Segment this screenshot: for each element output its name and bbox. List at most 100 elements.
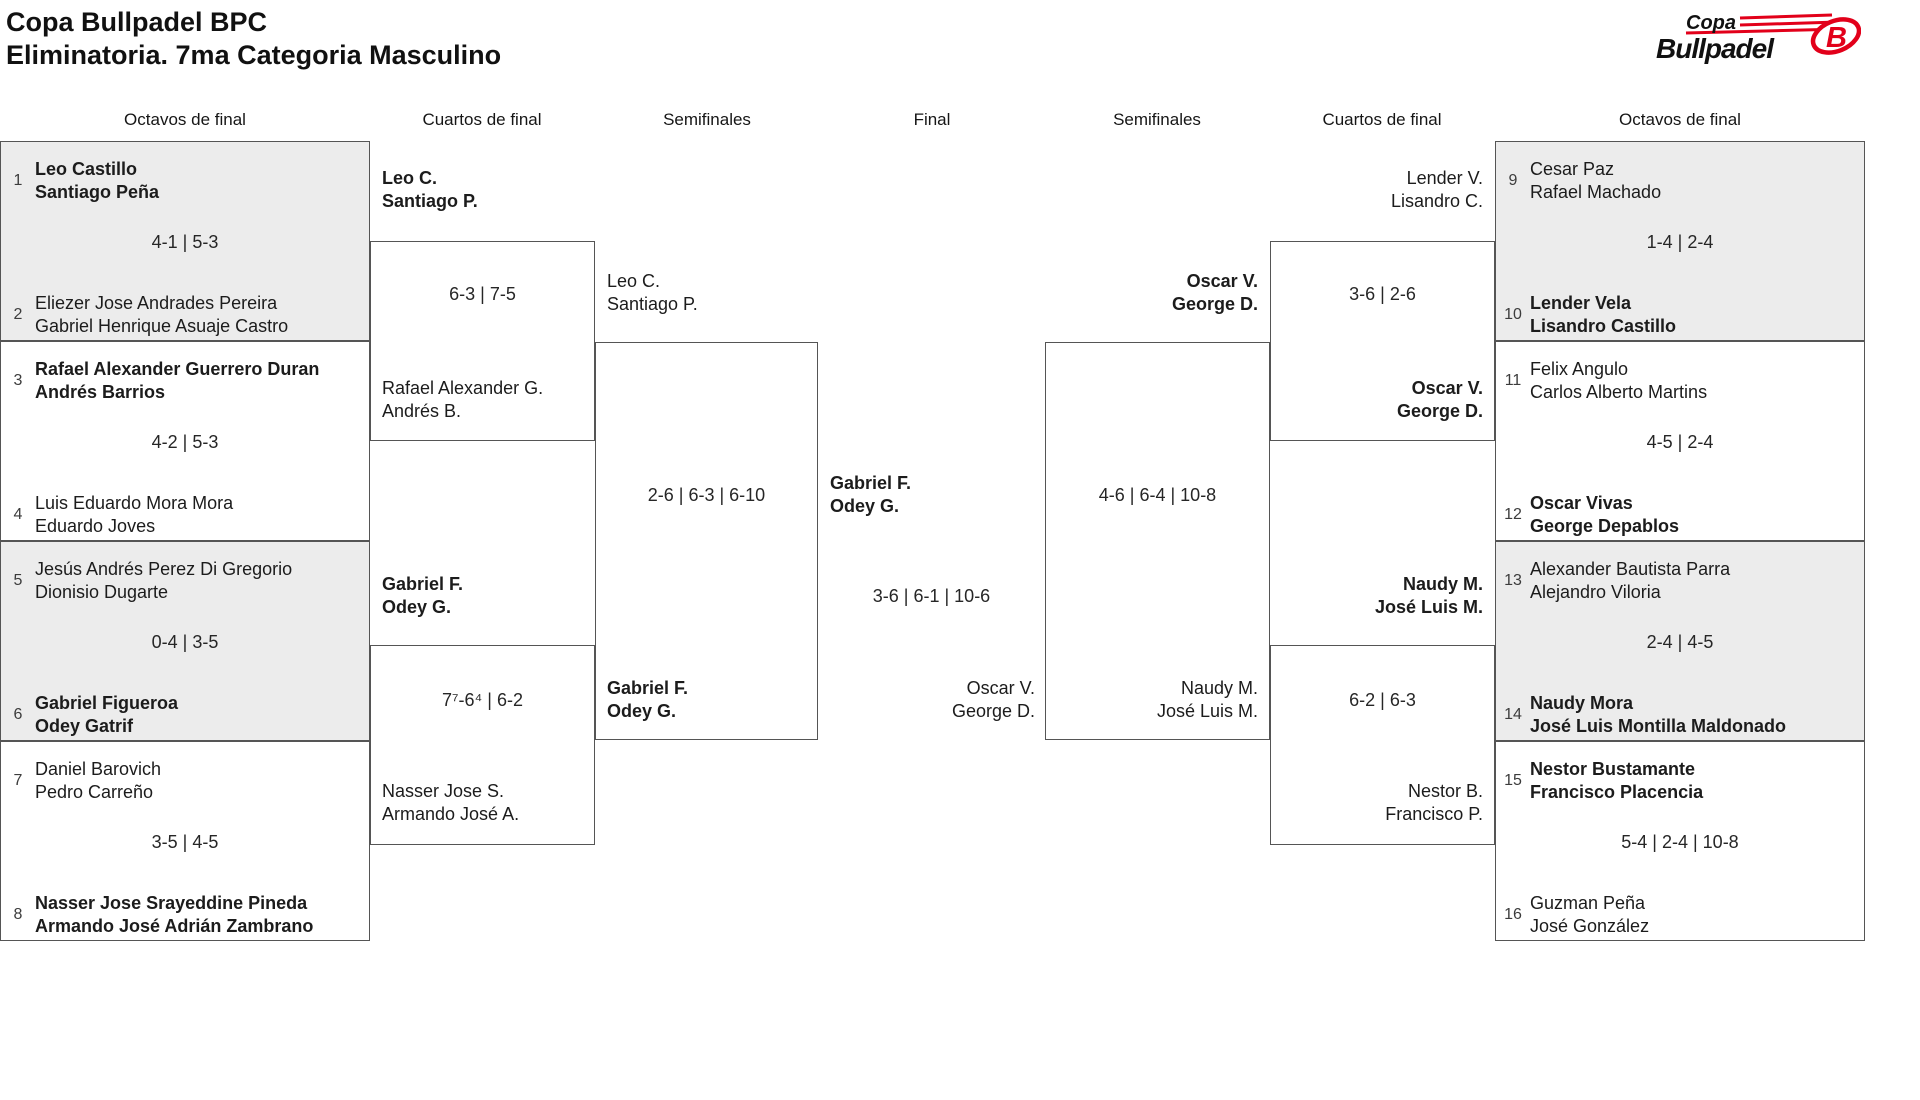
team-row: 12 Oscar Vivas George Depablos bbox=[1496, 492, 1856, 538]
seed-number: 15 bbox=[1504, 772, 1522, 789]
team-names: Leo Castillo Santiago Peña bbox=[35, 158, 159, 204]
team-row: 16 Guzman Peña José González bbox=[1496, 892, 1856, 938]
team-names: Gabriel Figueroa Odey Gatrif bbox=[35, 692, 178, 738]
player-name: Oscar Vivas bbox=[1530, 493, 1633, 513]
team-row: 10 Lender Vela Lisandro Castillo bbox=[1496, 292, 1856, 338]
player-name: Alexander Bautista Parra bbox=[1530, 559, 1731, 579]
player-name: Andrés Barrios bbox=[35, 382, 166, 402]
match-box-octavos-3: 5 Jesús Andrés Perez Di Gregorio Dionisi… bbox=[0, 541, 370, 741]
team-names: Leo C. Santiago P. bbox=[382, 167, 478, 213]
seed-number: 1 bbox=[13, 172, 23, 189]
team-row: 5 Jesús Andrés Perez Di Gregorio Dionisi… bbox=[1, 558, 361, 604]
team-names: Alexander Bautista Parra Alejandro Vilor… bbox=[1530, 558, 1730, 604]
player-name: Andrés B. bbox=[382, 401, 462, 421]
quarterfinal-box-right-1 bbox=[1270, 241, 1495, 441]
player-name: Francisco P. bbox=[1385, 804, 1483, 824]
round-header-final: Final bbox=[913, 110, 951, 129]
seed-number: 10 bbox=[1504, 306, 1522, 323]
team-row: 2 Eliezer Jose Andrades Pereira Gabriel … bbox=[1, 292, 361, 338]
team-names: Rafael Alexander G. Andrés B. bbox=[382, 377, 543, 423]
team-names: Oscar V. George D. bbox=[828, 677, 1035, 723]
player-name: Rafael Alexander Guerrero Duran bbox=[35, 359, 320, 379]
team-row: 11 Felix Angulo Carlos Alberto Martins bbox=[1496, 358, 1856, 404]
round-header-semis-left: Semifinales bbox=[663, 110, 751, 129]
player-name: Francisco Placencia bbox=[1530, 782, 1704, 802]
team-names: Jesús Andrés Perez Di Gregorio Dionisio … bbox=[35, 558, 292, 604]
team-row: 3 Rafael Alexander Guerrero Duran Andrés… bbox=[1, 358, 361, 404]
match-score: 7⁷-6⁴ | 6-2 bbox=[442, 690, 523, 710]
player-name: José Luis Montilla Maldonado bbox=[1530, 716, 1787, 736]
match-score: 1-4 | 2-4 bbox=[1646, 232, 1714, 252]
player-name: Rafael Machado bbox=[1530, 182, 1662, 202]
player-name: George Depablos bbox=[1530, 516, 1680, 536]
player-name: Odey G. bbox=[830, 496, 900, 516]
player-name: Santiago P. bbox=[382, 191, 478, 211]
player-name: Oscar V. bbox=[966, 678, 1035, 698]
match-score: 4-1 | 5-3 bbox=[151, 232, 219, 252]
player-name: George D. bbox=[1396, 401, 1483, 421]
team-row: 1 Leo Castillo Santiago Peña bbox=[1, 158, 361, 204]
seed-number: 8 bbox=[13, 906, 23, 923]
logo-text-copa: Copa bbox=[1686, 12, 1736, 34]
match-box-octavos-4: 7 Daniel Barovich Pedro Carreño 3-5 | 4-… bbox=[0, 741, 370, 941]
player-name: Leo C. bbox=[607, 271, 661, 291]
team-names: Naudy M. José Luis M. bbox=[1053, 677, 1258, 723]
player-name: Carlos Alberto Martins bbox=[1530, 382, 1708, 402]
semifinal-box-left bbox=[595, 342, 818, 740]
match-score: 2-6 | 6-3 | 6-10 bbox=[647, 485, 766, 505]
match-score: 4-6 | 6-4 | 10-8 bbox=[1098, 485, 1217, 505]
team-names: Nasser Jose Srayeddine Pineda Armando Jo… bbox=[35, 892, 313, 938]
team-names: Luis Eduardo Mora Mora Eduardo Joves bbox=[35, 492, 233, 538]
team-names: Lender Vela Lisandro Castillo bbox=[1530, 292, 1676, 338]
seed-number: 12 bbox=[1504, 506, 1522, 523]
seed-number: 6 bbox=[13, 706, 23, 723]
team-row: 9 Cesar Paz Rafael Machado bbox=[1496, 158, 1856, 204]
player-name: Oscar V. bbox=[1186, 271, 1258, 291]
team-names: Naudy Mora José Luis Montilla Maldonado bbox=[1530, 692, 1786, 738]
match-box-octavos-7: 13 Alexander Bautista Parra Alejandro Vi… bbox=[1495, 541, 1865, 741]
team-names: Oscar V. George D. bbox=[1278, 377, 1483, 423]
seed-number: 13 bbox=[1504, 572, 1522, 589]
player-name: Gabriel F. bbox=[830, 473, 912, 493]
player-name: Armando José A. bbox=[382, 804, 520, 824]
seed-number: 9 bbox=[1508, 172, 1518, 189]
match-score: 5-4 | 2-4 | 10-8 bbox=[1621, 832, 1739, 852]
tournament-stage-category: Eliminatoria. 7ma Categoria Masculino bbox=[6, 40, 502, 70]
match-score: 6-2 | 6-3 bbox=[1349, 690, 1416, 710]
player-name: Nestor B. bbox=[1407, 781, 1483, 801]
round-header-cuartos-right: Cuartos de final bbox=[1322, 110, 1442, 129]
player-name: Alejandro Viloria bbox=[1530, 582, 1661, 602]
player-name: Eliezer Jose Andrades Pereira bbox=[35, 293, 278, 313]
round-header-cuartos-left: Cuartos de final bbox=[422, 110, 542, 129]
player-name: Lisandro Castillo bbox=[1530, 316, 1677, 336]
seed-number: 5 bbox=[13, 572, 23, 589]
quarterfinal-box-left-1 bbox=[370, 241, 595, 441]
team-names: Gabriel F. Odey G. bbox=[607, 677, 688, 723]
player-name: Leo C. bbox=[382, 168, 438, 188]
match-score: 2-4 | 4-5 bbox=[1646, 632, 1714, 652]
team-row: 15 Nestor Bustamante Francisco Placencia bbox=[1496, 758, 1856, 804]
player-name: Gabriel Henrique Asuaje Castro bbox=[35, 316, 289, 336]
player-name: Felix Angulo bbox=[1530, 359, 1629, 379]
match-box-octavos-2: 3 Rafael Alexander Guerrero Duran Andrés… bbox=[0, 341, 370, 541]
player-name: Santiago P. bbox=[607, 294, 698, 314]
match-box-octavos-6: 11 Felix Angulo Carlos Alberto Martins 4… bbox=[1495, 341, 1865, 541]
page-title: Copa Bullpadel BPC Eliminatoria. 7ma Cat… bbox=[6, 6, 501, 72]
team-names: Eliezer Jose Andrades Pereira Gabriel He… bbox=[35, 292, 288, 338]
player-name: Lender V. bbox=[1406, 168, 1483, 188]
team-names: Oscar Vivas George Depablos bbox=[1530, 492, 1679, 538]
team-names: Rafael Alexander Guerrero Duran Andrés B… bbox=[35, 358, 319, 404]
tournament-name: Copa Bullpadel BPC bbox=[6, 7, 268, 37]
team-names: Daniel Barovich Pedro Carreño bbox=[35, 758, 161, 804]
logo-emblem-icon bbox=[1810, 17, 1861, 55]
team-names: Felix Angulo Carlos Alberto Martins bbox=[1530, 358, 1707, 404]
player-name: Gabriel F. bbox=[607, 678, 689, 698]
team-names: Gabriel F. Odey G. bbox=[830, 472, 911, 518]
round-header-octavos-right: Octavos de final bbox=[1619, 110, 1741, 129]
round-header-semis-right: Semifinales bbox=[1113, 110, 1201, 129]
match-score: 3-5 | 4-5 bbox=[151, 832, 219, 852]
seed-number: 3 bbox=[13, 372, 23, 389]
seed-number: 7 bbox=[13, 772, 23, 789]
seed-number: 2 bbox=[13, 306, 23, 323]
seed-number: 16 bbox=[1504, 906, 1522, 923]
